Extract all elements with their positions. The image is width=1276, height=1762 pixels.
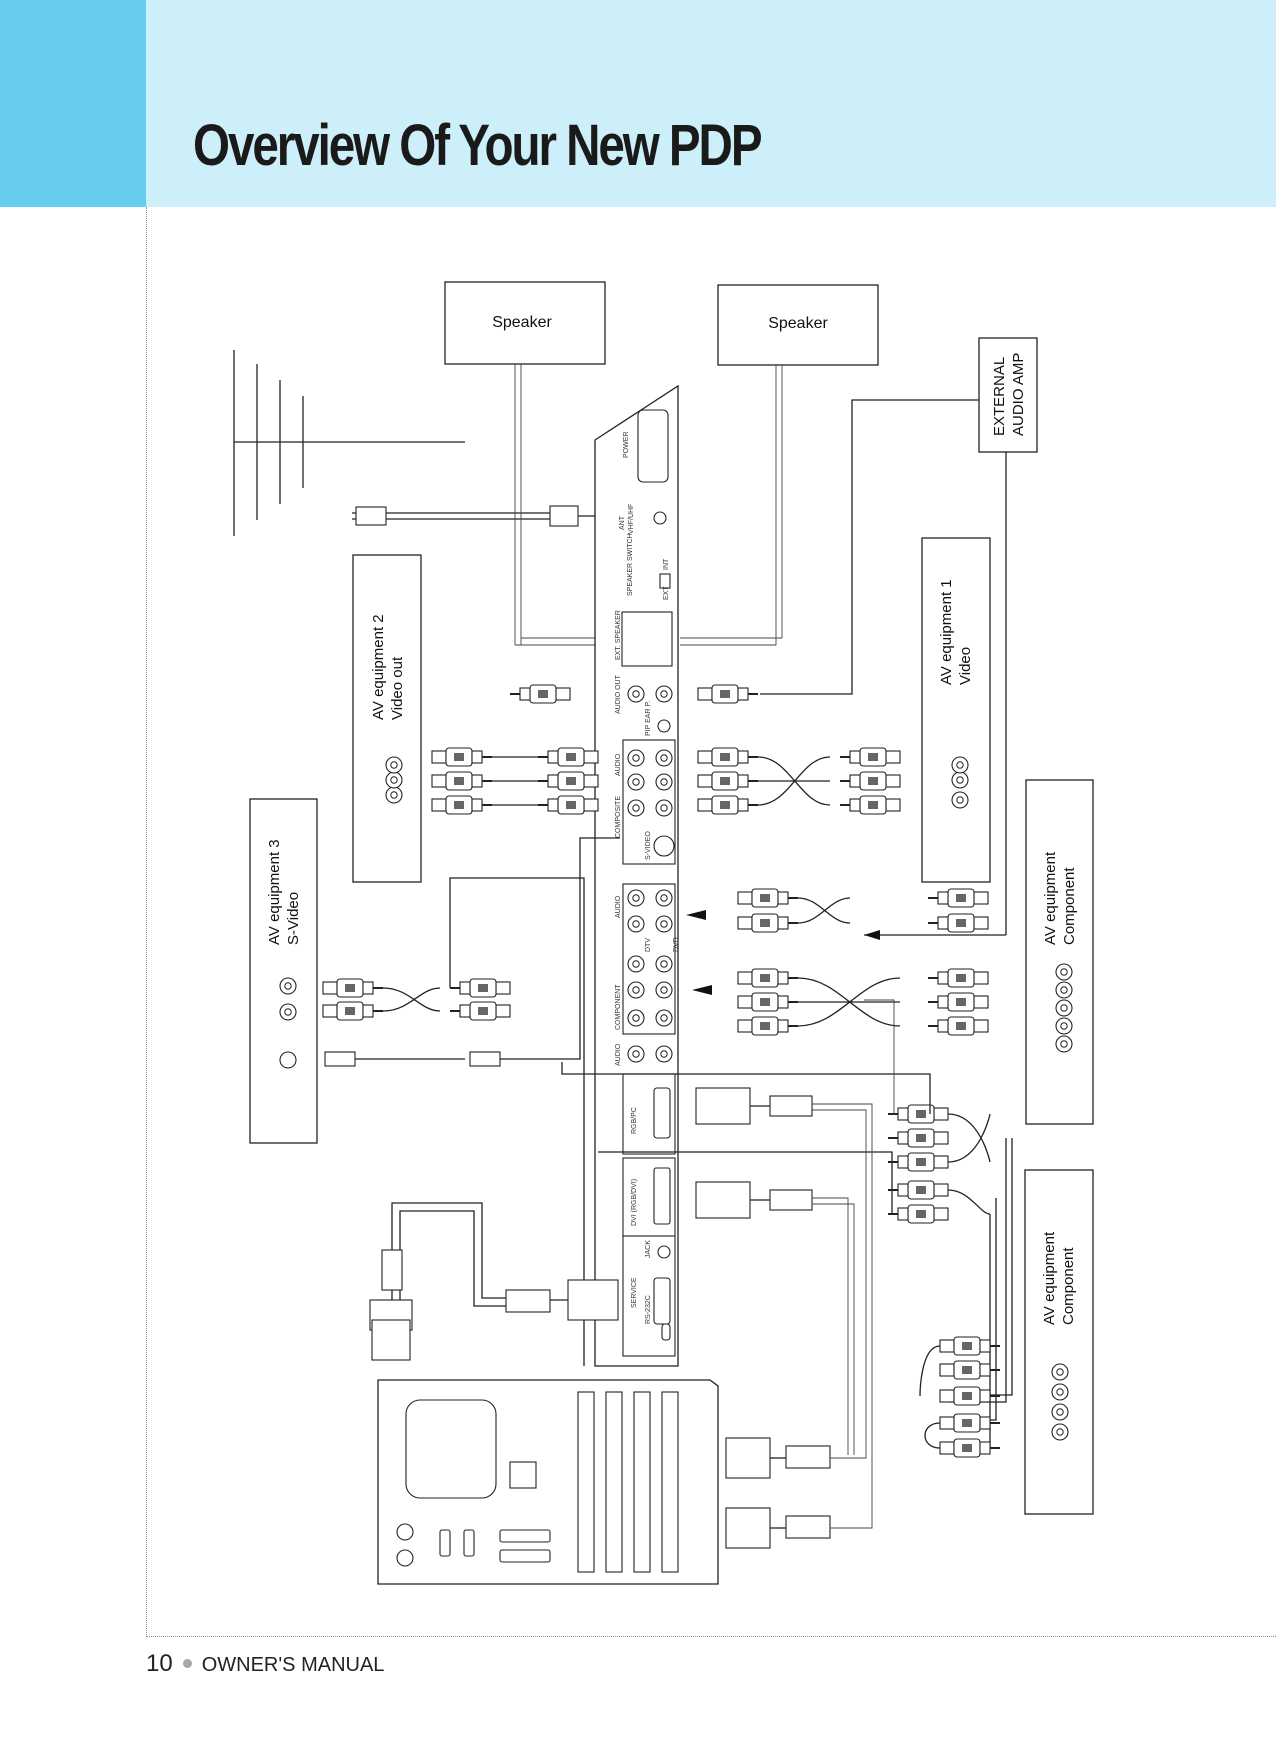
svg-text:POWER: POWER xyxy=(623,432,630,458)
speaker-right-label: Speaker xyxy=(768,315,828,332)
svg-text:EXT: EXT xyxy=(663,586,670,600)
svg-text:PIP EAR P.: PIP EAR P. xyxy=(645,701,652,736)
av-equipment-component-bottom: AV equipment Component xyxy=(1024,1169,1094,1515)
antenna-icon xyxy=(233,350,600,536)
amp-label-2: AUDIO AMP xyxy=(1010,353,1027,436)
svg-text:S-VIDEO: S-VIDEO xyxy=(645,831,652,860)
speaker-left-label: Speaker xyxy=(492,314,552,331)
pdp-rear-panel: POWER ANT VHF/UHF SPEAKER SWITCH INT EXT… xyxy=(594,384,680,1367)
manual-label: OWNER'S MANUAL xyxy=(201,1654,385,1676)
svg-text:DVI (RGB/DVI): DVI (RGB/DVI) xyxy=(631,1179,638,1226)
av-equipment-component-top: AV equipment Component xyxy=(1025,779,1094,1125)
av-equipment-1: AV equipment 1 Video xyxy=(921,537,991,883)
audio-out-plug-left xyxy=(509,684,571,704)
svg-text:EXT. SPEAKER: EXT. SPEAKER xyxy=(615,610,622,660)
svg-text:AUDIO: AUDIO xyxy=(615,753,622,776)
page-title: Overview Of Your New PDP xyxy=(193,113,763,178)
speaker-left: Speaker xyxy=(444,281,606,365)
av-equipment-3: AV equipment 3 S-Video xyxy=(249,798,318,1144)
svg-text:Video out: Video out xyxy=(389,656,406,720)
audio-out-plug-right xyxy=(697,684,759,704)
svg-text:AV equipment 1: AV equipment 1 xyxy=(938,579,955,685)
av-equipment-2: AV equipment 2 Video out xyxy=(352,554,422,883)
page-footer: 10 OWNER'S MANUAL xyxy=(146,1650,384,1678)
svg-text:COMPOSITE: COMPOSITE xyxy=(615,796,622,838)
component-bottom-cables xyxy=(561,999,1013,1458)
pc-icon xyxy=(377,1379,719,1585)
svg-text:VHF/UHF: VHF/UHF xyxy=(628,504,635,534)
svg-text:INT: INT xyxy=(663,558,670,570)
amp-label-1: EXTERNAL xyxy=(991,357,1008,436)
svg-text:AV equipment 2: AV equipment 2 xyxy=(370,614,387,720)
bottom-dotted-rule xyxy=(146,1636,1276,1637)
svg-text:AUDIO: AUDIO xyxy=(615,1043,622,1066)
header-band xyxy=(146,0,1276,207)
header-accent-tab xyxy=(0,0,146,207)
svg-text:AUDIO: AUDIO xyxy=(615,895,622,918)
svg-text:Component: Component xyxy=(1060,1247,1077,1325)
svg-text:AV equipment: AV equipment xyxy=(1041,1231,1058,1325)
svg-text:Component: Component xyxy=(1061,867,1078,945)
svg-text:DTV: DTV xyxy=(645,938,652,952)
svg-text:RS-232C: RS-232C xyxy=(645,1295,652,1324)
page-number: 10 xyxy=(146,1650,173,1677)
svg-text:COMPONENT: COMPONENT xyxy=(615,984,622,1030)
rgb-dvi-cables xyxy=(695,1087,873,1549)
svg-text:Video: Video xyxy=(957,647,974,685)
svg-text:SERVICE: SERVICE xyxy=(631,1277,638,1308)
svg-text:ANT: ANT xyxy=(619,515,626,530)
av1-cables xyxy=(697,747,901,815)
svg-text:DVD: DVD xyxy=(673,937,680,952)
svg-text:SPEAKER SWITCH: SPEAKER SWITCH xyxy=(627,533,634,596)
footer-bullet-icon xyxy=(182,1659,192,1669)
component-top-cables xyxy=(686,888,1006,1036)
svg-text:AV equipment: AV equipment xyxy=(1042,851,1059,945)
av2-cables xyxy=(431,747,599,815)
rs232c-cable xyxy=(369,1202,619,1361)
svg-text:S-Video: S-Video xyxy=(285,892,302,945)
external-audio-amp: EXTERNAL AUDIO AMP xyxy=(978,337,1038,453)
svg-text:JACK: JACK xyxy=(645,1240,652,1258)
svg-text:RGB/PC: RGB/PC xyxy=(631,1107,638,1134)
left-dotted-rule xyxy=(146,207,147,1637)
svg-text:AUDIO OUT: AUDIO OUT xyxy=(615,674,622,714)
svg-text:AV equipment 3: AV equipment 3 xyxy=(266,839,283,945)
speaker-right: Speaker xyxy=(717,284,879,366)
av3-cables xyxy=(322,837,620,1366)
